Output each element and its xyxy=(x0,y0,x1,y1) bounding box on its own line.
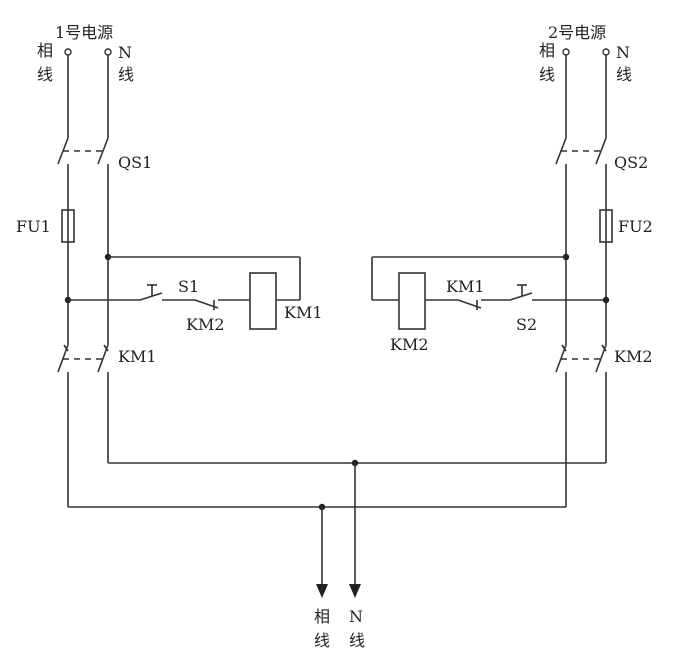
km1-coil-label: KM1 xyxy=(284,303,323,322)
junction-n2 xyxy=(602,296,610,304)
source1-phase-label-2: 线 xyxy=(37,65,53,84)
output-phase-label-2: 线 xyxy=(314,631,330,650)
km2-contact-tick-2 xyxy=(601,344,607,352)
source2-neutral-terminal xyxy=(602,48,610,56)
source2-title: 2号电源 xyxy=(548,23,606,42)
qs1-neutral-blade xyxy=(97,137,109,165)
output-neutral-label-1: N xyxy=(349,607,363,626)
km1-coil xyxy=(249,272,277,330)
qs2-label: QS2 xyxy=(614,153,648,172)
km2-coil-label: KM2 xyxy=(390,335,429,354)
output-section: 相 线 N 线 xyxy=(68,459,606,650)
source1-phase-label-1: 相 xyxy=(37,41,53,60)
source2-phase-terminal xyxy=(562,48,570,56)
source2-section: 2号电源 相 线 N 线 QS2 FU2 KM2 xyxy=(539,23,653,507)
km1-contact-tick-2 xyxy=(103,344,109,352)
km2-interlock-label: KM2 xyxy=(186,315,225,334)
km2-coil xyxy=(398,272,426,330)
source2-phase-label-2: 线 xyxy=(539,65,555,84)
qs2-neutral-blade xyxy=(595,137,607,165)
km1-contact-tick-1 xyxy=(63,344,69,352)
source1-section: 1号电源 相 线 N 线 QS1 FU1 KM1 xyxy=(16,23,157,507)
s2-label: S2 xyxy=(516,315,537,334)
source1-title: 1号电源 xyxy=(55,23,113,42)
control-circuit-1: S1 KM2 KM1 xyxy=(64,253,323,334)
km2-main-label: KM2 xyxy=(614,347,653,366)
source2-neutral-label-1: N xyxy=(616,43,630,62)
output-neutral-arrow-icon xyxy=(349,584,361,598)
fu1-label: FU1 xyxy=(16,217,51,236)
km1-interlock-label: KM1 xyxy=(446,277,485,296)
output-phase-arrow-icon xyxy=(316,584,328,598)
source1-phase-terminal xyxy=(64,48,72,56)
source2-neutral-label-2: 线 xyxy=(616,65,632,84)
qs1-label: QS1 xyxy=(118,153,152,172)
fu2-label: FU2 xyxy=(618,217,653,236)
output-phase-label-1: 相 xyxy=(314,607,330,626)
s1-label: S1 xyxy=(178,277,199,296)
km2-contact-tick-1 xyxy=(561,344,567,352)
s1-button-contact xyxy=(139,292,163,301)
control-circuit-2: KM2 KM1 S2 xyxy=(371,253,610,354)
source1-neutral-terminal xyxy=(104,48,112,56)
source1-neutral-label-1: N xyxy=(118,43,132,62)
s2-button-contact xyxy=(509,292,533,301)
km1-main-label: KM1 xyxy=(118,347,157,366)
output-neutral-label-2: 线 xyxy=(349,631,365,650)
source1-neutral-label-2: 线 xyxy=(118,65,134,84)
source2-phase-label-1: 相 xyxy=(539,41,555,60)
